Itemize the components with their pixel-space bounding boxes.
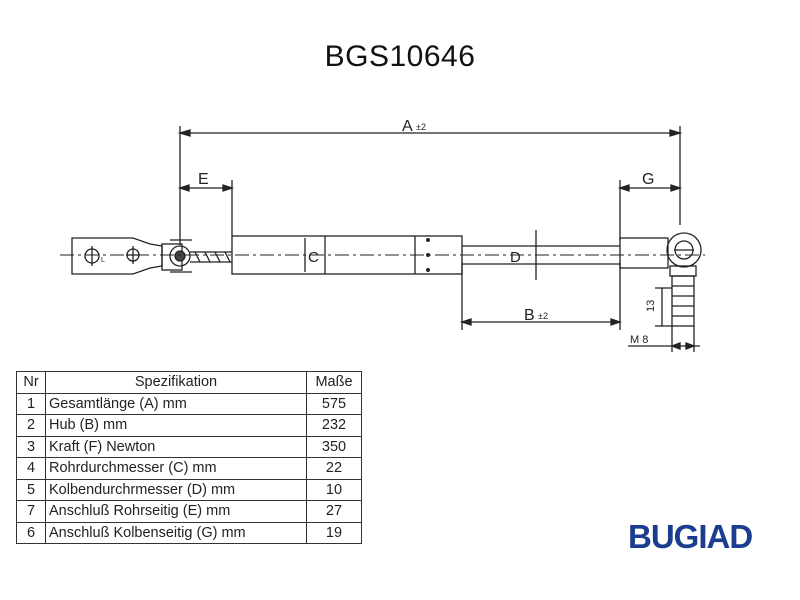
row-nr: 6 [16,521,46,544]
dim-l-label: L [101,257,105,264]
row-value: 575 [306,392,362,415]
dim-b-tolerance: ±2 [538,311,548,321]
row-nr: 7 [16,500,46,523]
dim-thread-label: M 8 [630,334,648,346]
dim-b-label: B [524,307,535,324]
part-number-title: BGS10646 [324,40,476,73]
row-spec: Rohrdurchmesser (C) mm [45,457,307,480]
header-spec: Spezifikation [45,371,307,394]
dimension-g [617,180,683,240]
specification-table: Nr Spezifikation Maße 1 Gesamtlänge (A) … [16,371,362,544]
row-spec: Kolbendurchrmesser (D) mm [45,478,307,501]
row-nr: 4 [16,457,46,480]
table-row: 1 Gesamtlänge (A) mm 575 [16,392,362,415]
table-row: 4 Rohrdurchmesser (C) mm 22 [16,457,362,480]
row-spec: Hub (B) mm [45,414,307,437]
dim-e-label: E [198,171,209,188]
row-spec: Gesamtlänge (A) mm [45,392,307,415]
row-spec: Anschluß Rohrseitig (E) mm [45,500,307,523]
dimension-a [177,126,683,245]
table-row: 2 Hub (B) mm 232 [16,414,362,437]
row-value: 10 [306,478,362,501]
row-value: 22 [306,457,362,480]
rod-end-fitting [619,232,702,327]
row-nr: 5 [16,478,46,501]
header-nr: Nr [16,371,46,394]
dimension-thread [628,326,700,352]
row-value: 232 [306,414,362,437]
table-header-row: Nr Spezifikation Maße [16,371,362,394]
header-value: Maße [306,371,362,394]
row-value: 19 [306,521,362,544]
dim-g-label: G [642,171,654,188]
table-row: 6 Anschluß Kolbenseitig (G) mm 19 [16,521,362,544]
dimension-height [655,287,672,327]
dim-a-label: A [402,118,413,135]
table-row: 3 Kraft (F) Newton 350 [16,435,362,458]
dim-a-tolerance: ±2 [416,122,426,132]
dim-c-label: C [308,249,319,266]
row-spec: Anschluß Kolbenseitig (G) mm [45,521,307,544]
row-nr: 2 [16,414,46,437]
table-row: 5 Kolbendurchrmesser (D) mm 10 [16,478,362,501]
table-row: 7 Anschluß Rohrseitig (E) mm 27 [16,500,362,523]
brand-logo: BUGIAD [628,518,753,555]
row-value: 350 [306,435,362,458]
dim-height-label: 13 [645,300,657,312]
row-nr: 3 [16,435,46,458]
row-nr: 1 [16,392,46,415]
end-bracket [71,237,163,275]
row-value: 27 [306,500,362,523]
dim-d-label: D [510,249,521,266]
dimension-e [177,180,235,236]
ball-joint-fitting [161,239,232,273]
row-spec: Kraft (F) Newton [45,435,307,458]
